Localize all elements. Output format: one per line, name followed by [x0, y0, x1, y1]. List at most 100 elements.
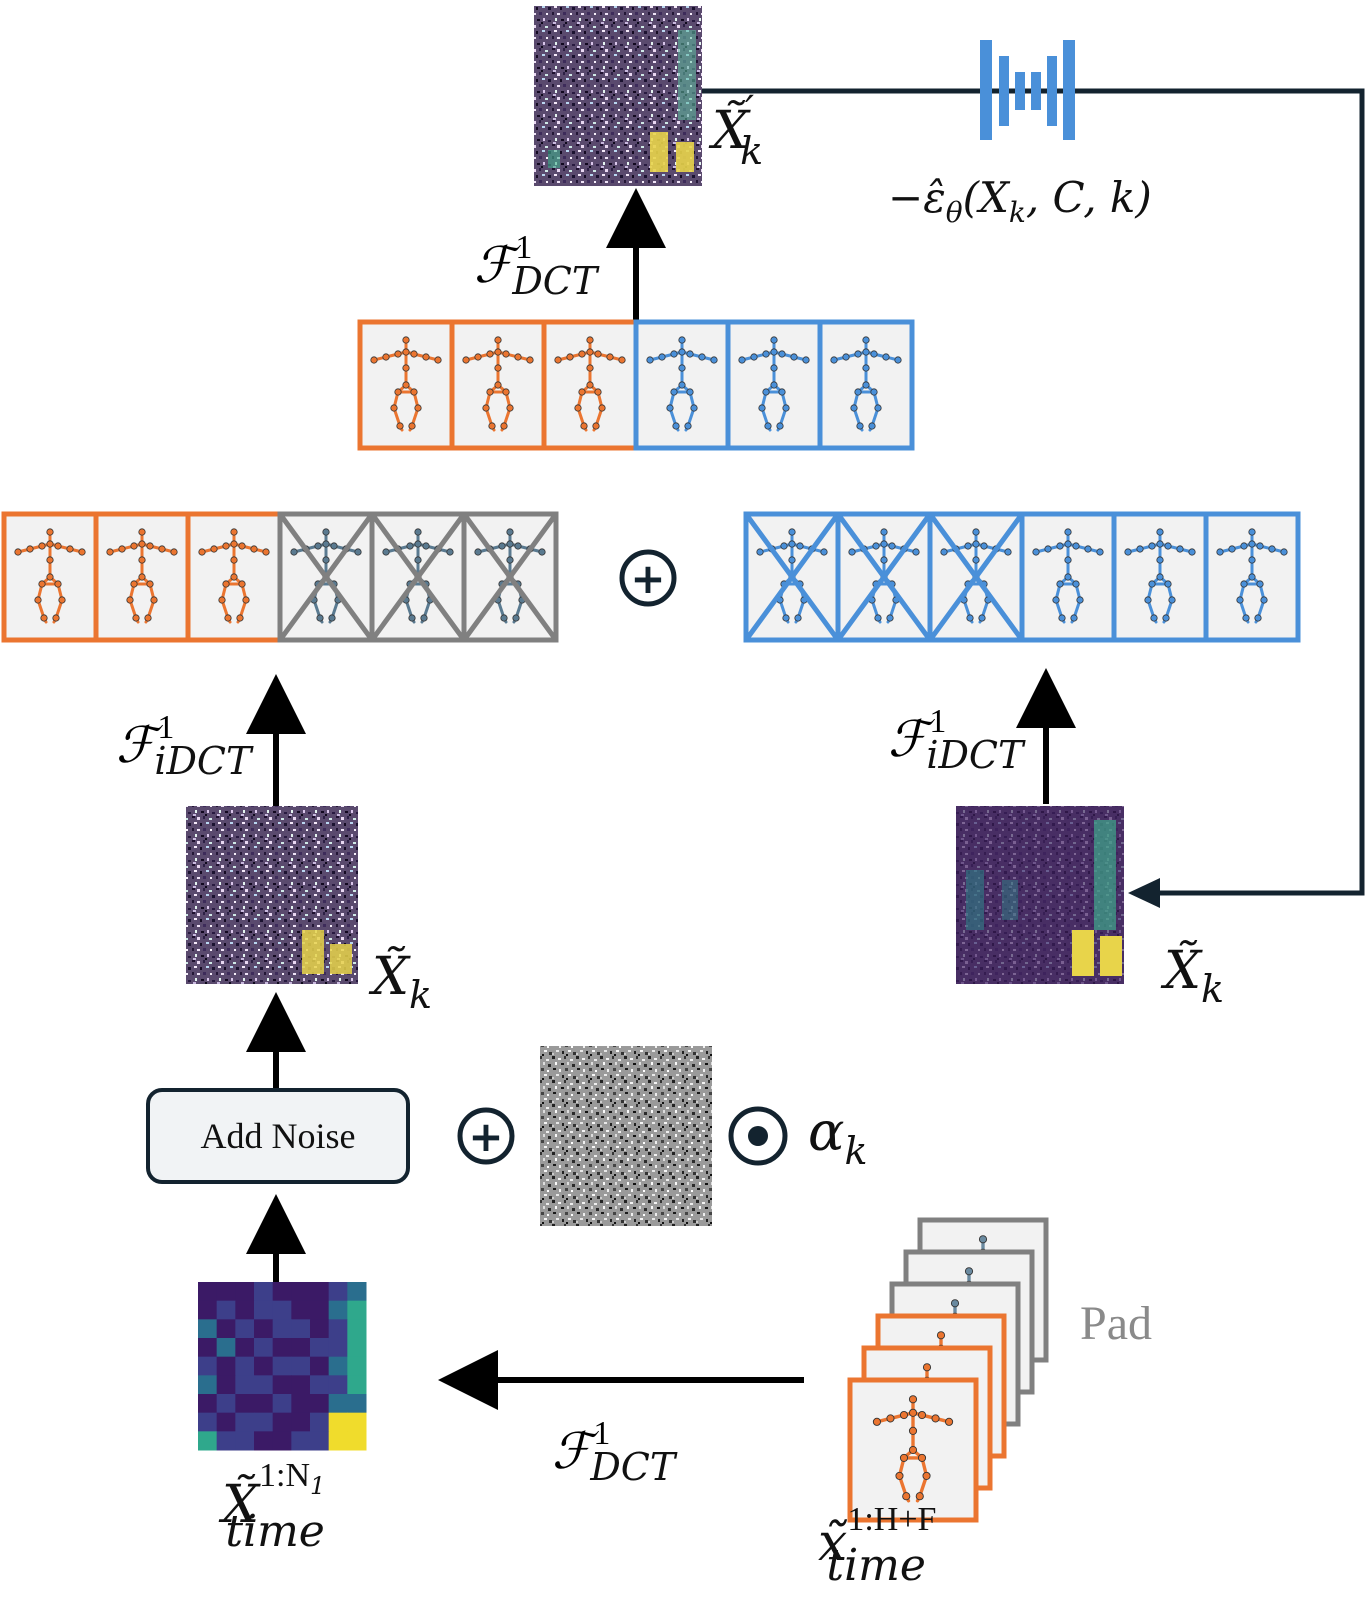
heatmap-cell — [272, 1282, 292, 1302]
pad-label: Pad — [1080, 1297, 1152, 1350]
heatmap-cell — [347, 1394, 367, 1414]
heatmap-cell — [198, 1394, 218, 1414]
heatmap-cell — [328, 1356, 348, 1376]
heatmap-cell — [198, 1412, 218, 1432]
skeleton-frame-masked — [461, 511, 559, 643]
heatmap-cell — [272, 1338, 292, 1358]
heatmap-cell — [328, 1338, 348, 1358]
heatmap-cell — [291, 1356, 311, 1376]
heatmap-cell — [347, 1431, 367, 1451]
heatmap-cell — [235, 1338, 255, 1358]
heatmap-cell — [291, 1394, 311, 1414]
skeleton-frame-future — [633, 319, 731, 451]
heatmap-cell — [272, 1319, 292, 1339]
heatmap-cell — [347, 1300, 367, 1320]
heatmap-cell — [198, 1338, 218, 1358]
heatmap-cell — [254, 1412, 274, 1432]
x-tilde-k-left-label: X̃k — [368, 946, 432, 1017]
skeleton-frame-history — [1, 511, 99, 643]
heatmap-cell — [310, 1319, 330, 1339]
odot-operator — [728, 1106, 788, 1166]
heatmap-cell — [328, 1319, 348, 1339]
right-masked-sequence-row — [743, 511, 1301, 643]
x-tilde-k-right-label: X̃k — [1160, 940, 1224, 1011]
heatmap-cell — [254, 1431, 274, 1451]
skeleton-frame-history — [541, 319, 639, 451]
heatmap-cell — [216, 1300, 236, 1320]
heatmap-cell — [272, 1431, 292, 1451]
heatmap-cell — [216, 1356, 236, 1376]
heatmap-cell — [310, 1300, 330, 1320]
heatmap-cell — [328, 1300, 348, 1320]
epsilon-label: −ε̂θ(Xk, C, k) — [888, 173, 1152, 229]
skeleton-frame-history — [449, 319, 547, 451]
heatmap-cell — [291, 1300, 311, 1320]
heatmap-cell — [235, 1412, 255, 1432]
skeleton-frame-history — [93, 511, 191, 643]
heatmap-cell — [347, 1319, 367, 1339]
heatmap-cell — [328, 1412, 348, 1432]
heatmap-cell — [254, 1356, 274, 1376]
heatmap-cell — [310, 1282, 330, 1302]
heatmap-cell — [198, 1300, 218, 1320]
heatmap-cell — [216, 1319, 236, 1339]
oplus-bottom: + — [457, 1107, 515, 1165]
alpha-k-label: αk — [808, 1100, 868, 1173]
heatmap-cell — [235, 1300, 255, 1320]
svg-text:+: + — [468, 1112, 503, 1161]
heatmap-cell — [291, 1319, 311, 1339]
heatmap-cell — [347, 1375, 367, 1395]
stacked-frame-history — [847, 1377, 979, 1523]
heatmap-cell — [272, 1375, 292, 1395]
skeleton-frame-future — [817, 319, 915, 451]
heatmap-cell — [254, 1338, 274, 1358]
heatmap-cell — [272, 1412, 292, 1432]
heatmap-cell — [216, 1338, 236, 1358]
heatmap-cell — [291, 1375, 311, 1395]
svg-text:+: + — [630, 554, 665, 603]
skeleton-frame-masked-future — [835, 511, 933, 643]
top-sequence-row — [357, 319, 915, 451]
left-masked-sequence-row — [1, 511, 559, 643]
heatmap-cell — [198, 1282, 218, 1302]
heatmap-cell — [310, 1394, 330, 1414]
skeleton-frame-masked — [277, 511, 375, 643]
heatmap-cell — [291, 1412, 311, 1432]
add-noise-button: Add Noise — [146, 1088, 410, 1184]
heatmap-cell — [235, 1282, 255, 1302]
heatmap-cell — [235, 1431, 255, 1451]
heatmap-cell — [216, 1412, 236, 1432]
heatmap-cell — [216, 1375, 236, 1395]
skeleton-frame-masked — [369, 511, 467, 643]
skeleton-frame-masked-future — [927, 511, 1025, 643]
heatmap-cell — [310, 1356, 330, 1376]
heatmap-cell — [310, 1338, 330, 1358]
heatmap-cell — [254, 1282, 274, 1302]
heatmap-cell — [198, 1375, 218, 1395]
heatmap-cell — [235, 1375, 255, 1395]
heatmap-cell — [216, 1394, 236, 1414]
heatmap-cell — [254, 1394, 274, 1414]
skeleton-frame-history — [357, 319, 455, 451]
skeleton-frame-history — [185, 511, 283, 643]
heatmap-cell — [272, 1394, 292, 1414]
heatmap-cell — [198, 1319, 218, 1339]
heatmap-cell — [254, 1300, 274, 1320]
padded-frame-stack — [847, 1217, 1049, 1523]
x-tilde-k-prime-image — [534, 6, 702, 186]
heatmap-cell — [272, 1300, 292, 1320]
heatmap-cell — [291, 1282, 311, 1302]
skeleton-frame-future — [1019, 511, 1117, 643]
heatmap-cell — [347, 1338, 367, 1358]
heatmap-cell — [216, 1431, 236, 1451]
heatmap-cell — [235, 1356, 255, 1376]
gaussian-noise-image — [540, 1046, 712, 1226]
heatmap-cell — [310, 1375, 330, 1395]
add-noise-label: Add Noise — [200, 1116, 356, 1156]
skeleton-frame-future — [1203, 511, 1301, 643]
